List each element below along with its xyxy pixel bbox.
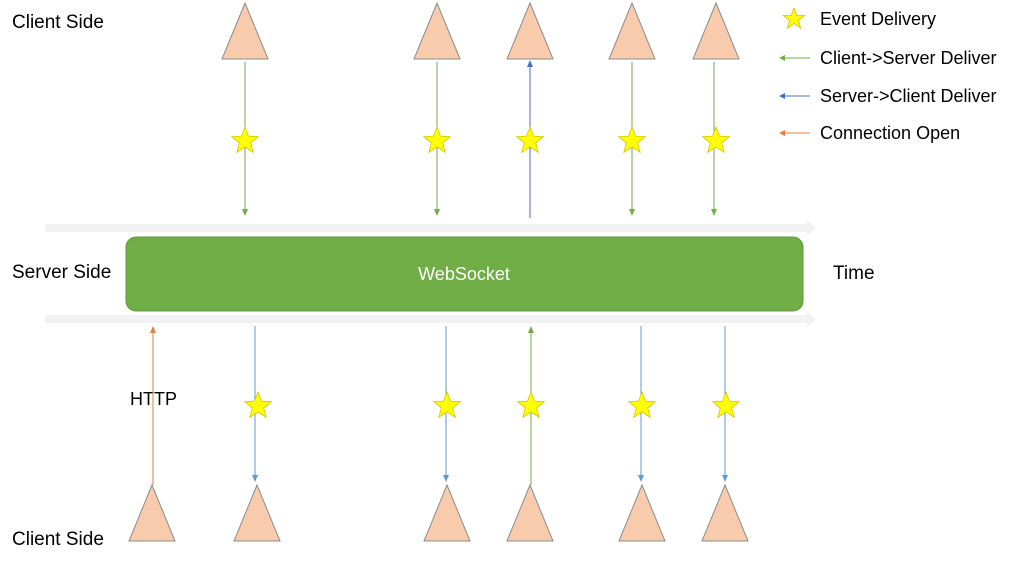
time-axis-top	[45, 220, 816, 236]
legend-label: Server->Client Deliver	[820, 85, 997, 106]
client-node-top-1	[221, 1, 269, 60]
arrow-left-icon	[779, 130, 810, 136]
client-node-bottom-5	[618, 483, 666, 542]
event-star-icon	[711, 390, 741, 419]
client-node-bottom-1	[128, 483, 176, 542]
client-side-bottom-label: Client Side	[12, 529, 104, 550]
legend-server-to-client: Server->Client Deliver	[778, 85, 997, 107]
client-node-top-5	[692, 1, 740, 60]
websocket-bar	[125, 236, 804, 312]
legend-label: Connection Open	[820, 122, 961, 143]
client-node-top-2	[413, 1, 461, 60]
client-node-top-4	[608, 1, 656, 60]
event-star-icon	[432, 390, 462, 419]
legend-label: Client->Server Deliver	[820, 47, 997, 68]
client-node-bottom-2	[233, 483, 281, 542]
client-node-bottom-3	[423, 483, 471, 542]
legend-client-to-server: Client->Server Deliver	[778, 47, 997, 69]
client-node-top-3	[506, 1, 554, 60]
event-star-icon	[617, 125, 647, 154]
event-star-icon	[627, 390, 657, 419]
event-star-icon	[516, 390, 546, 419]
client-node-bottom-4	[506, 483, 554, 542]
arrow-left-icon	[779, 93, 810, 99]
legend-label: Event Delivery	[820, 8, 937, 29]
websocket-label: WebSocket	[418, 264, 510, 284]
star-icon	[781, 8, 806, 30]
event-star-icon	[701, 125, 731, 154]
client-node-bottom-6	[701, 483, 749, 542]
event-star-icon	[422, 125, 452, 154]
arrow-left-icon	[779, 55, 810, 61]
legend-connection-open: Connection Open	[778, 122, 960, 144]
time-label: Time	[833, 263, 875, 284]
legend-event-delivery: Event Delivery	[778, 8, 936, 30]
server-side-label: Server Side	[12, 262, 112, 283]
time-axis-bottom	[45, 311, 816, 327]
event-star-icon	[230, 125, 260, 154]
event-star-icon	[243, 390, 273, 419]
client-side-top-label: Client Side	[12, 12, 104, 33]
event-star-icon	[515, 125, 545, 154]
